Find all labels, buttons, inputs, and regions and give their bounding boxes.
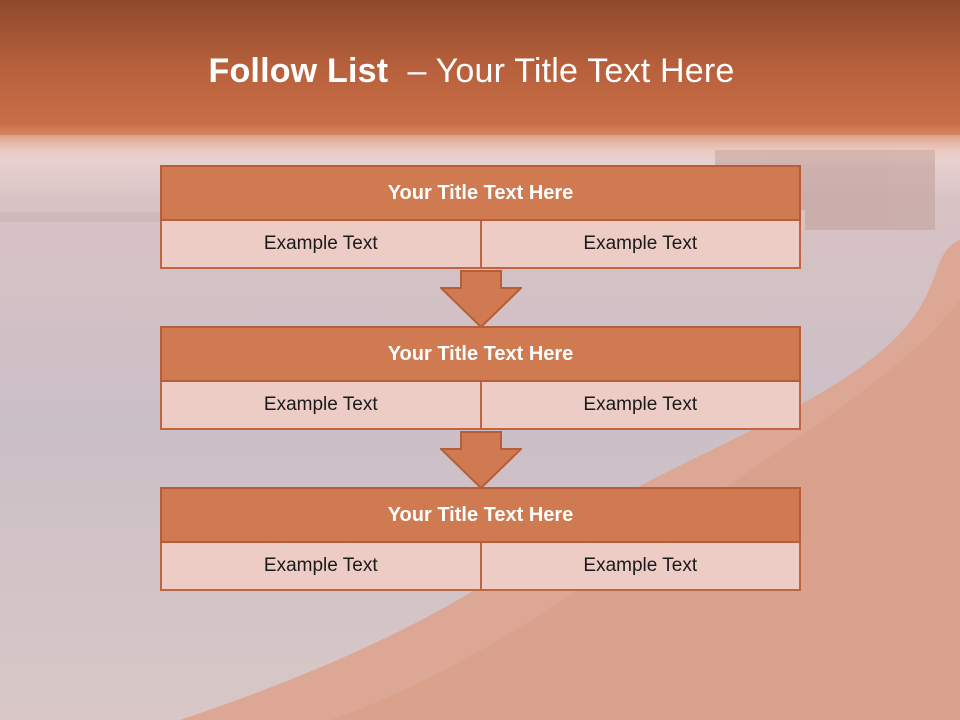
block-cell-left: Example Text xyxy=(162,543,480,589)
block-cell-right: Example Text xyxy=(479,543,799,589)
slide-title: Follow List – Your Title Text Here xyxy=(0,52,943,91)
down-arrow-icon xyxy=(440,270,522,328)
list-block-3: Your Title Text Here Example Text Exampl… xyxy=(160,487,801,591)
down-arrow-icon xyxy=(440,431,522,489)
list-block-2: Your Title Text Here Example Text Exampl… xyxy=(160,326,801,430)
block-cell-right: Example Text xyxy=(479,382,799,428)
list-block-1: Your Title Text Here Example Text Exampl… xyxy=(160,165,801,269)
slide-title-bold: Follow List xyxy=(208,52,389,90)
block-title: Your Title Text Here xyxy=(160,165,801,221)
block-title: Your Title Text Here xyxy=(160,487,801,543)
block-title: Your Title Text Here xyxy=(160,326,801,382)
block-row: Example Text Example Text xyxy=(160,543,801,591)
block-row: Example Text Example Text xyxy=(160,382,801,430)
block-cell-right: Example Text xyxy=(479,221,799,267)
slide-title-rest: – Your Title Text Here xyxy=(388,52,735,90)
block-row: Example Text Example Text xyxy=(160,221,801,269)
block-cell-left: Example Text xyxy=(162,221,480,267)
block-cell-left: Example Text xyxy=(162,382,480,428)
